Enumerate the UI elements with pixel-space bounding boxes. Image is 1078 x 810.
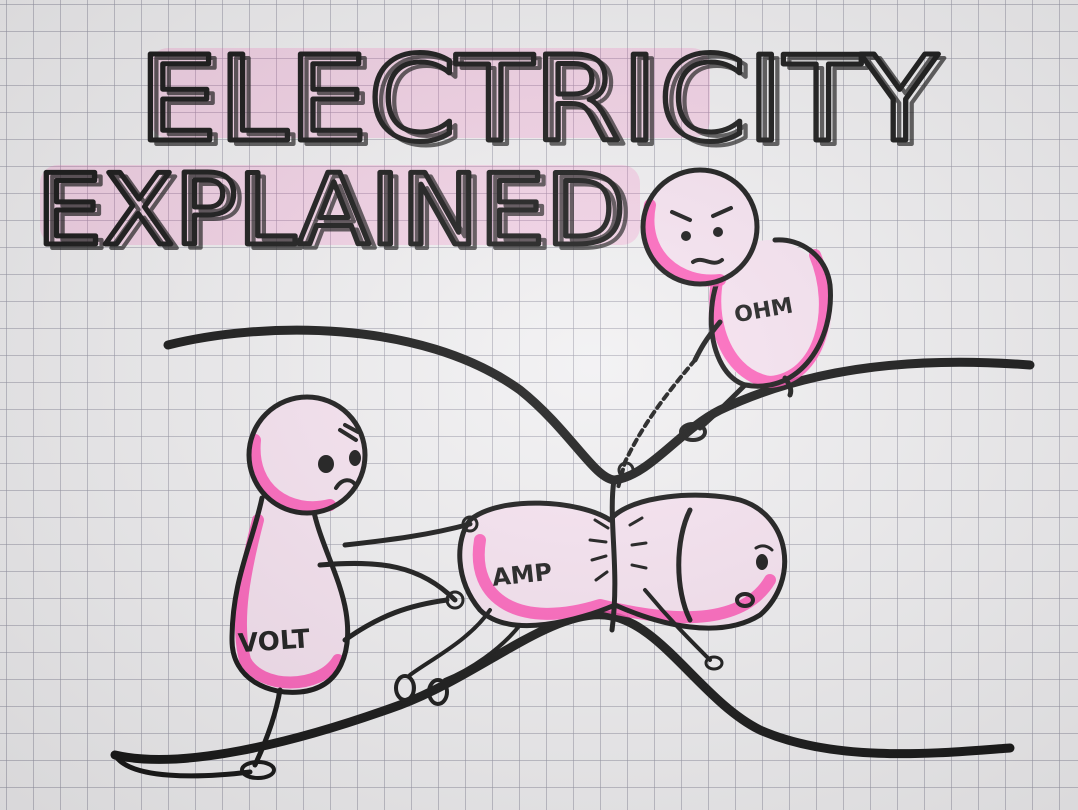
amp-mouth: [735, 592, 755, 608]
amp-foot-2: [427, 678, 449, 706]
volt-mouth: [334, 478, 358, 490]
volt-brow: [338, 423, 360, 442]
volt-head-outline: [246, 394, 368, 516]
amp-arm-right: [643, 588, 712, 662]
ohm-head-fill: [643, 170, 757, 284]
wire-lower-edge: [110, 610, 1015, 764]
volt-body-outline: [229, 495, 351, 695]
chain: [616, 358, 697, 490]
ohm-head-outline: [640, 167, 760, 287]
ohm-left-eye: [681, 231, 691, 241]
volt-label: VOLT: [237, 624, 311, 659]
volt-left-eye: [318, 455, 334, 473]
ohm-left-brow: [670, 210, 692, 222]
ohm-body-outline: [708, 237, 833, 389]
amp-right-hand: [704, 655, 724, 671]
chain-links: [616, 358, 697, 490]
volt-leg: [252, 687, 283, 768]
ohm-mouth: [691, 257, 724, 265]
title-line1: ELECTRICITY: [138, 30, 939, 168]
amp-body-highlight: [472, 534, 776, 624]
volt-arm-lower: [317, 560, 458, 603]
title-group: ELECTRICITY ELECTRICITY EXPLAINED EXPLAI…: [34, 28, 947, 275]
volt-foot: [240, 760, 276, 780]
chain-ring: [617, 461, 635, 479]
volt-head-highlight: [248, 434, 336, 514]
amp-brow: [754, 544, 774, 552]
amp-rope: [609, 477, 618, 633]
ohm-left-leg: [697, 382, 748, 431]
ohm-arm: [692, 319, 723, 363]
amp-foot-1: [394, 674, 416, 702]
amp-head-line: [676, 507, 693, 623]
ohm-right-eye: [713, 227, 723, 237]
title-line2: EXPLAINED: [36, 154, 626, 268]
amp-label: AMP: [491, 558, 554, 592]
volt-arm-upper: [342, 521, 473, 548]
ohm-left-foot: [679, 422, 707, 442]
title-line1-shadow: ELECTRICITY: [144, 34, 945, 172]
amp-leg-2: [443, 623, 522, 682]
title-highlight-1: [150, 48, 710, 138]
ohm-body-fill: [708, 240, 832, 384]
amp-eye: [756, 554, 768, 570]
volt-arm-back: [342, 597, 450, 643]
ohm-right-leg: [782, 375, 794, 398]
amp-body-fill: [459, 495, 785, 629]
volt-head-fill: [249, 397, 365, 513]
wire-lower-curl: [112, 752, 253, 779]
ohm-body-highlight: [709, 244, 831, 388]
volt-character: VOLT: [229, 394, 473, 780]
title-highlight-2: [40, 165, 640, 245]
ohm-character: OHM: [640, 167, 833, 442]
ohm-right-brow: [711, 206, 733, 218]
volt-right-eye: [349, 450, 361, 466]
amp-character: AMP: [394, 477, 788, 706]
ohm-head-highlight: [642, 199, 726, 287]
amp-leg-1: [408, 608, 492, 677]
volt-body-highlight: [234, 514, 344, 689]
title-line2-shadow: EXPLAINED: [42, 158, 632, 272]
volt-body-fill: [232, 500, 347, 691]
amp-squeeze-marks: [588, 516, 648, 582]
